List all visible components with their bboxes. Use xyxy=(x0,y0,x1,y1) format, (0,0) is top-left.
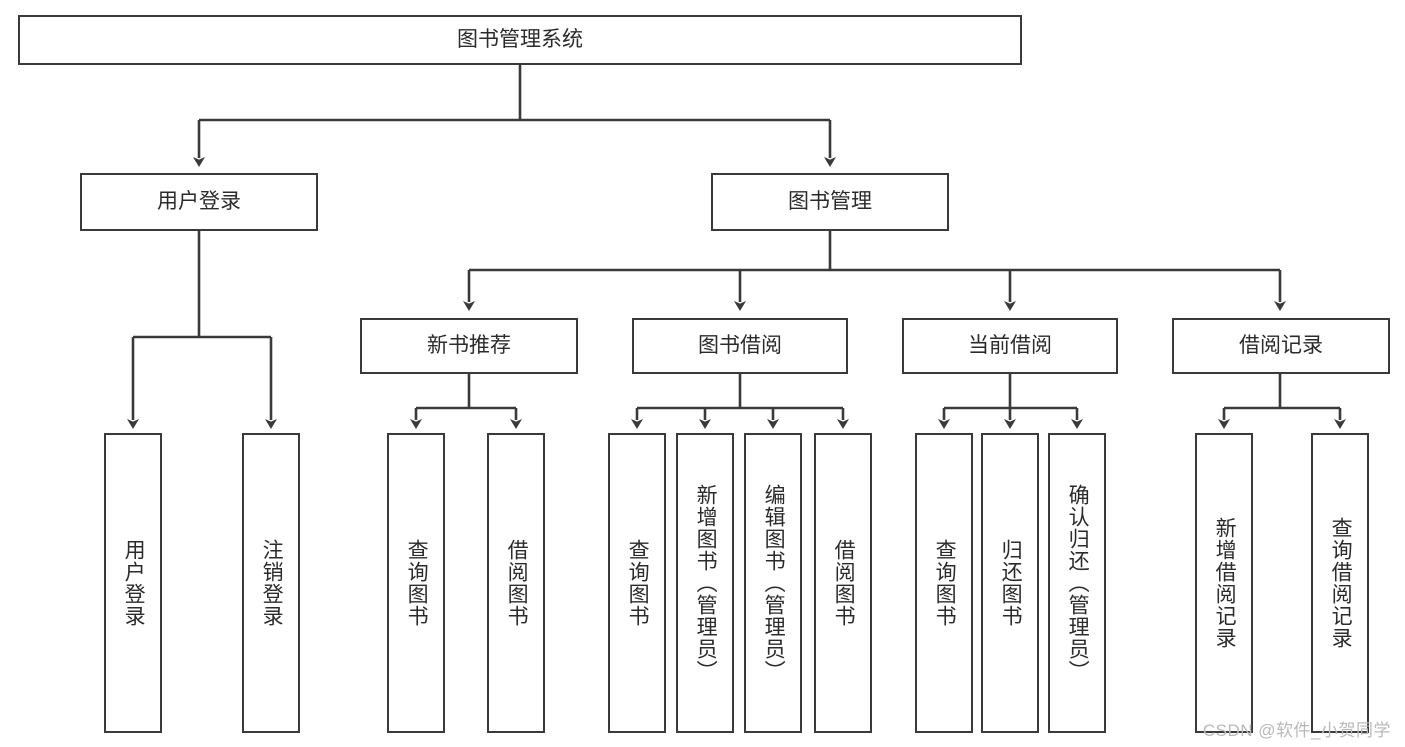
csdn-watermark: CSDN @软件_小贺同学 xyxy=(1202,721,1391,740)
node-label: 查询图书 xyxy=(626,539,650,627)
node-label: 用户登录 xyxy=(157,189,241,213)
node-label: 查询借阅记录 xyxy=(1329,517,1353,649)
leaf-record-add-record[interactable]: 新增借阅记录 xyxy=(1195,433,1253,733)
node-book-borrow[interactable]: 图书借阅 xyxy=(632,318,848,374)
leaf-current-return-book[interactable]: 归还图书 xyxy=(981,433,1039,733)
node-current-borrow[interactable]: 当前借阅 xyxy=(902,318,1118,374)
node-label: 注销登录 xyxy=(260,539,284,627)
leaf-current-query-book[interactable]: 查询图书 xyxy=(915,433,973,733)
leaf-current-confirm-return-admin[interactable]: 确认归还（管理员） xyxy=(1048,433,1106,733)
node-label: 新书推荐 xyxy=(427,333,511,357)
node-label: 确认归还（管理员） xyxy=(1066,484,1090,682)
leaf-recommend-query-book[interactable]: 查询图书 xyxy=(387,433,445,733)
node-user-login[interactable]: 用户登录 xyxy=(80,173,318,231)
leaf-borrow-edit-book-admin[interactable]: 编辑图书（管理员） xyxy=(744,433,802,733)
node-label: 图书管理 xyxy=(788,189,872,213)
leaf-borrow-borrow-book[interactable]: 借阅图书 xyxy=(814,433,872,733)
leaf-user-login-logout[interactable]: 注销登录 xyxy=(242,433,300,733)
leaf-user-login-login[interactable]: 用户登录 xyxy=(104,433,162,733)
node-label: 查询图书 xyxy=(933,539,957,627)
node-book-management[interactable]: 图书管理 xyxy=(711,173,949,231)
node-label: 借阅图书 xyxy=(832,539,856,627)
node-label: 用户登录 xyxy=(122,539,146,627)
node-label: 查询图书 xyxy=(405,539,429,627)
node-label: 借阅记录 xyxy=(1239,333,1323,357)
node-label: 当前借阅 xyxy=(968,333,1052,357)
node-label: 新增借阅记录 xyxy=(1213,517,1237,649)
node-borrow-record[interactable]: 借阅记录 xyxy=(1172,318,1390,374)
node-label: 编辑图书（管理员） xyxy=(762,484,786,682)
leaf-borrow-add-book-admin[interactable]: 新增图书（管理员） xyxy=(676,433,734,733)
leaf-recommend-borrow-book[interactable]: 借阅图书 xyxy=(487,433,545,733)
node-label: 借阅图书 xyxy=(505,539,529,627)
node-label: 新增图书（管理员） xyxy=(694,484,718,682)
leaf-borrow-query-book[interactable]: 查询图书 xyxy=(608,433,666,733)
node-label: 图书管理系统 xyxy=(457,27,583,51)
node-new-book-recommend[interactable]: 新书推荐 xyxy=(360,318,578,374)
node-label: 图书借阅 xyxy=(698,333,782,357)
node-root-system[interactable]: 图书管理系统 xyxy=(18,15,1022,65)
leaf-record-query-record[interactable]: 查询借阅记录 xyxy=(1311,433,1369,733)
node-label: 归还图书 xyxy=(999,539,1023,627)
